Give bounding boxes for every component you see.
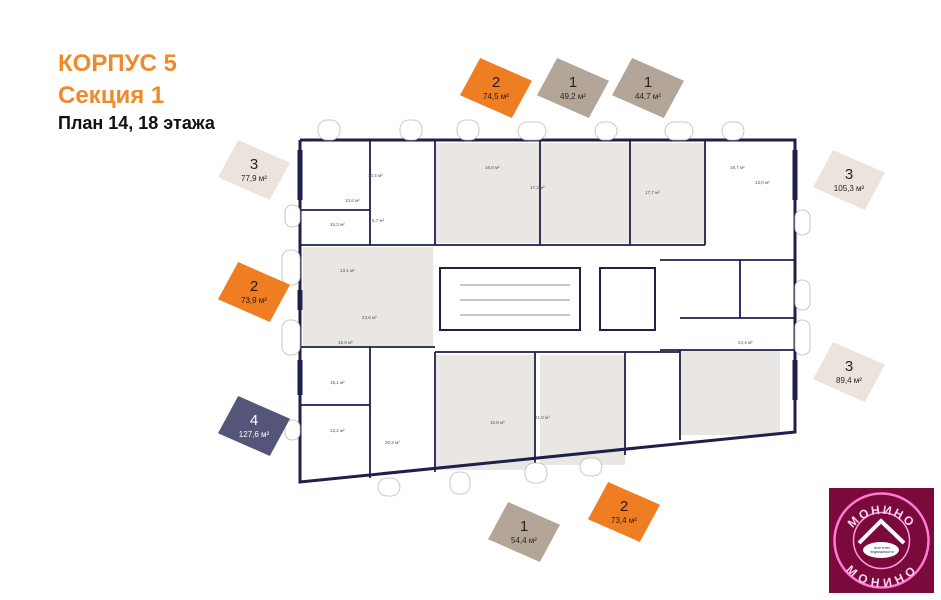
badge-rooms: 3 xyxy=(249,156,259,173)
section-title: Секция 1 xyxy=(58,82,165,109)
room-label: 16,8 м² xyxy=(490,420,505,425)
badge-area: 89,4 м² xyxy=(836,376,862,385)
room-label: 17,7 м² xyxy=(645,190,660,195)
house-roof-icon xyxy=(857,518,906,545)
room-label: 16,8 м² xyxy=(485,165,500,170)
room-label: 15,3 м² xyxy=(330,222,345,227)
badge-rooms: 3 xyxy=(844,358,854,375)
badge-rooms: 4 xyxy=(249,412,259,429)
room-label: 18,7 м² xyxy=(730,165,745,170)
room-label: 13,1 м² xyxy=(340,268,355,273)
badge-area: 54,4 м² xyxy=(511,536,537,545)
badge-area: 127,6 м² xyxy=(238,430,270,439)
logo-tagline: Агентство недвижимости xyxy=(870,546,894,554)
room-label: 13,2 м² xyxy=(330,428,345,433)
badge-area: 77,9 м² xyxy=(241,174,267,183)
room-label: 10,4 м² xyxy=(368,173,383,178)
apartment-fills xyxy=(303,143,780,470)
badge-rooms: 1 xyxy=(643,74,653,91)
building-title: КОРПУС 5 xyxy=(58,50,177,77)
interior-walls xyxy=(300,140,795,478)
room-label: 17,2 м² xyxy=(530,185,545,190)
badge-area: 105,3 м² xyxy=(833,184,865,193)
speech-bubble-icon xyxy=(863,542,899,558)
balconies xyxy=(281,119,811,497)
badge-rooms: 1 xyxy=(568,74,578,91)
badge-rooms: 1 xyxy=(519,518,529,535)
logo-text-bottom: МОНИНО xyxy=(843,562,919,590)
room-label: 13,0 м² xyxy=(755,180,770,185)
room-label: 13,6 м² xyxy=(345,198,360,203)
room-label: 20,3 м² xyxy=(385,440,400,445)
floor-plan-subtitle: План 14, 18 этажа xyxy=(58,113,215,133)
badge-rooms: 2 xyxy=(249,278,259,295)
badge-rooms: 2 xyxy=(619,498,629,515)
badge-rooms: 3 xyxy=(844,166,854,183)
room-label: 15,9 м² xyxy=(338,340,353,345)
agency-logo: МОНИНО МОНИНО Агентство недвижимости xyxy=(829,488,934,593)
room-label: 23,6 м² xyxy=(362,315,377,320)
building-core xyxy=(439,267,656,331)
badge-area: 74,5 м² xyxy=(483,92,509,101)
room-label: 5,7 м² xyxy=(372,218,385,223)
badge-area: 49,2 м² xyxy=(560,92,586,101)
badge-area: 44,7 м² xyxy=(635,92,661,101)
logo-emblem: МОНИНО МОНИНО xyxy=(833,492,930,590)
room-label: 21,0 м² xyxy=(535,415,550,420)
room-label: 24,4 м² xyxy=(738,340,753,345)
logo-text-top: МОНИНО xyxy=(845,503,918,531)
room-label: 15,1 м² xyxy=(330,380,345,385)
window-piers xyxy=(297,150,798,400)
badge-rooms: 2 xyxy=(491,74,501,91)
badge-area: 73,4 м² xyxy=(611,516,637,525)
badge-area: 73,9 м² xyxy=(241,296,267,305)
